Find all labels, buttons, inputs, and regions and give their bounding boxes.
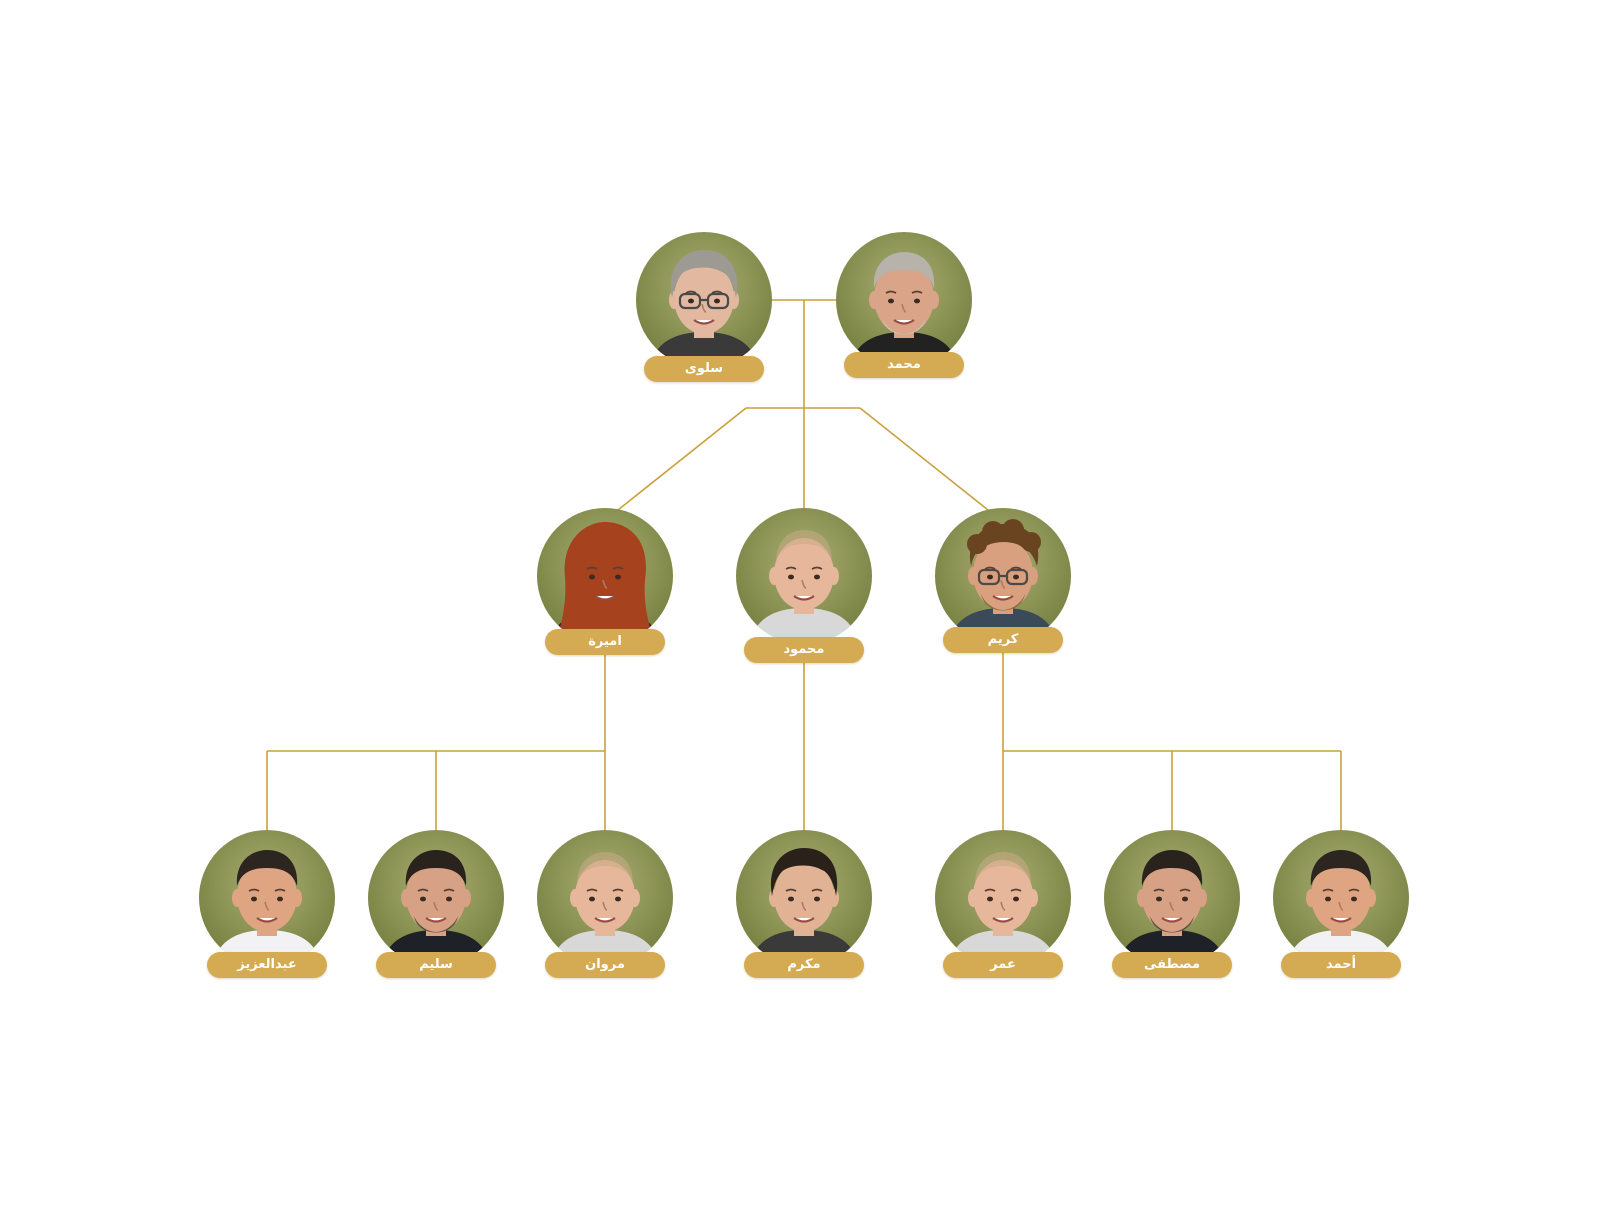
person-salim: سليم <box>368 830 504 980</box>
portrait-illustration <box>199 830 335 966</box>
portrait-illustration <box>537 830 673 966</box>
person-mokarram: مكرم <box>736 830 872 980</box>
name-label: سليم <box>376 952 496 978</box>
avatar <box>935 508 1071 644</box>
avatar <box>537 508 673 644</box>
portrait-illustration <box>537 508 673 644</box>
avatar <box>935 830 1071 966</box>
person-amira: اميرة <box>537 508 673 658</box>
person-karim: كريم <box>935 508 1071 658</box>
avatar <box>1104 830 1240 966</box>
person-omar: عمر <box>935 830 1071 980</box>
portrait-illustration <box>836 232 972 368</box>
name-label: محمود <box>744 637 864 663</box>
person-mahmoud: محمود <box>736 508 872 663</box>
avatar <box>199 830 335 966</box>
person-marwan: مروان <box>537 830 673 980</box>
person-ahmed: أحمد <box>1273 830 1409 980</box>
avatar <box>636 232 772 368</box>
portrait-illustration <box>736 830 872 966</box>
connector-to-karim <box>859 407 989 511</box>
name-label: أحمد <box>1281 952 1401 978</box>
name-label: عبدالعزيز <box>207 952 327 978</box>
name-label: سلوى <box>644 356 764 382</box>
portrait-illustration <box>1104 830 1240 966</box>
name-label: مكرم <box>744 952 864 978</box>
name-label: اميرة <box>545 629 665 655</box>
avatar <box>736 830 872 966</box>
name-label: مروان <box>545 952 665 978</box>
portrait-illustration <box>368 830 504 966</box>
person-salwa: سلوى <box>636 232 772 382</box>
name-label: مصطفى <box>1112 952 1232 978</box>
avatar <box>836 232 972 368</box>
portrait-illustration <box>935 508 1071 644</box>
person-mohamed: محمد <box>836 232 972 382</box>
avatar <box>537 830 673 966</box>
name-label: كريم <box>943 627 1063 653</box>
portrait-illustration <box>736 508 872 644</box>
name-label: عمر <box>943 952 1063 978</box>
person-mostafa: مصطفى <box>1104 830 1240 980</box>
avatar <box>1273 830 1409 966</box>
portrait-illustration <box>935 830 1071 966</box>
name-label: محمد <box>844 352 964 378</box>
connector-to-amira <box>617 407 747 511</box>
avatar <box>368 830 504 966</box>
portrait-illustration <box>1273 830 1409 966</box>
portrait-illustration <box>636 232 772 368</box>
person-abdelaziz: عبدالعزيز <box>199 830 335 980</box>
avatar <box>736 508 872 644</box>
